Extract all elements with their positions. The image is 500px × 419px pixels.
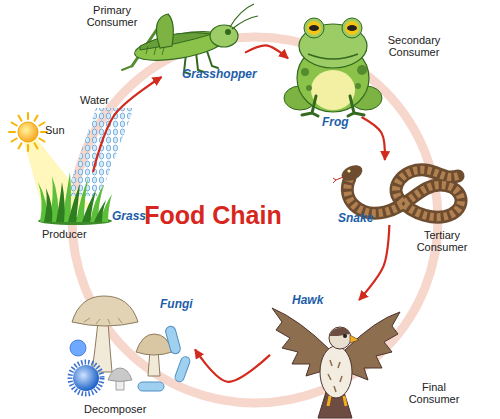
frog-illustration-part xyxy=(308,54,358,59)
frog-illustration-part xyxy=(309,25,319,31)
frog-illustration-part xyxy=(355,83,361,89)
organism-name: Grasshopper xyxy=(182,68,262,81)
hawk-illustration-part xyxy=(329,327,351,349)
fungi-illustration-part xyxy=(174,355,191,383)
snake-illustration-part xyxy=(347,170,461,217)
snake-illustration-part xyxy=(339,162,365,184)
grasshopper-illustration-part xyxy=(140,33,212,51)
sun-illustration-part-part xyxy=(35,143,38,148)
fungi-illustration-part xyxy=(165,325,182,355)
frog-illustration-part xyxy=(357,65,367,75)
organism-node: Primary ConsumerGrasshopper xyxy=(125,12,245,77)
grasshopper-illustration-part xyxy=(156,14,173,48)
hawk-illustration-part xyxy=(328,396,330,406)
fungi-illustration-part xyxy=(108,368,132,382)
grass-illustration xyxy=(38,172,112,225)
sun-illustration-part-part xyxy=(19,116,22,121)
frog-illustration-part xyxy=(304,18,324,38)
energy-flow-arrow xyxy=(362,117,385,160)
snake-illustration-part xyxy=(333,177,343,183)
sun-illustration-part-part xyxy=(35,116,38,121)
snake-illustration xyxy=(333,162,461,217)
organism-node: FungiDecomposer xyxy=(70,295,195,395)
hawk-illustration xyxy=(272,308,400,418)
hawk-illustration-part xyxy=(328,360,342,392)
organism-name: Hawk xyxy=(292,294,332,307)
grass-illustration-part xyxy=(44,182,106,222)
fungi-illustration-part xyxy=(70,362,102,394)
energy-flow-arrow xyxy=(93,77,162,172)
illustration-label: Water xyxy=(80,94,109,106)
frog-illustration-part xyxy=(347,25,357,31)
trophic-role-label: Final Consumer xyxy=(404,381,464,405)
hawk-illustration-part xyxy=(320,346,352,398)
organism-name: Grass xyxy=(112,210,152,223)
sun-illustration-part-part xyxy=(39,123,44,126)
organism-name: Fungi xyxy=(160,298,200,311)
frog-illustration-part xyxy=(311,70,355,110)
sun-illustration-part-part xyxy=(9,131,15,133)
frog-illustration-part xyxy=(345,21,359,35)
hawk-illustration-part xyxy=(345,312,400,380)
energy-flow-arrow xyxy=(359,225,389,300)
fungi-illustration-part xyxy=(72,296,138,326)
snake-illustration-part xyxy=(347,170,461,217)
trophic-role-label: Secondary Consumer xyxy=(378,34,450,58)
grasshopper-illustration-part xyxy=(230,4,258,29)
sun-illustration-part xyxy=(9,113,47,151)
frog-illustration-part xyxy=(301,68,309,76)
trophic-role-label: Primary Consumer xyxy=(80,4,144,28)
frog-illustration-part xyxy=(302,96,364,116)
organism-name: Snake xyxy=(338,212,378,225)
trophic-role-label: Tertiary Consumer xyxy=(412,229,472,253)
frog-illustration-part xyxy=(306,85,312,91)
trophic-role-label: Decomposer xyxy=(84,403,164,415)
hawk-illustration-part xyxy=(350,335,359,343)
trophic-role-label: Producer xyxy=(42,228,102,240)
sun-illustration-part-part xyxy=(27,113,29,119)
hawk-illustration-part xyxy=(329,328,350,336)
organism-node: SnakeTertiary Consumer xyxy=(335,160,470,225)
grass-illustration-part xyxy=(38,172,112,222)
fungi-illustration-part xyxy=(70,340,86,356)
sun-illustration-part-part xyxy=(27,145,29,151)
grasshopper-illustration-part xyxy=(122,66,132,70)
connector-layer xyxy=(93,45,389,381)
sun-illustration-part-part xyxy=(19,143,22,148)
hawk-illustration-part xyxy=(344,396,346,406)
sun-illustration-part-part xyxy=(39,139,44,142)
diagram-title: Food Chain xyxy=(128,201,298,229)
frog-illustration-part xyxy=(307,21,321,35)
sun-illustration-part-part xyxy=(12,123,17,126)
sun-illustration-part xyxy=(18,122,38,142)
grasshopper-illustration-part xyxy=(146,46,164,55)
fungi-illustration-part xyxy=(138,382,164,391)
frog-illustration-part xyxy=(342,18,362,38)
energy-flow-arrow xyxy=(245,45,288,58)
snake-illustration-part xyxy=(347,169,350,172)
hawk-illustration-part xyxy=(343,334,347,338)
grasshopper-illustration-part xyxy=(225,29,231,35)
fungi-illustration-part xyxy=(84,318,122,324)
grasshopper-illustration xyxy=(122,4,258,74)
energy-flow-arrow xyxy=(195,349,270,381)
organism-node: HawkFinal Consumer xyxy=(270,300,400,419)
water-drops xyxy=(66,108,134,196)
cycle-ring xyxy=(72,37,438,403)
organism-node: GrassProducer xyxy=(40,172,110,222)
frog-illustration xyxy=(284,18,382,116)
fungi-illustration-part xyxy=(73,365,99,391)
water-drops-part xyxy=(66,108,134,196)
illustration-label: Sun xyxy=(45,124,65,136)
organism-name: Frog xyxy=(322,116,362,129)
organism-node: Secondary ConsumerFrog xyxy=(288,12,378,117)
sun-illustration-part-part xyxy=(12,139,17,142)
